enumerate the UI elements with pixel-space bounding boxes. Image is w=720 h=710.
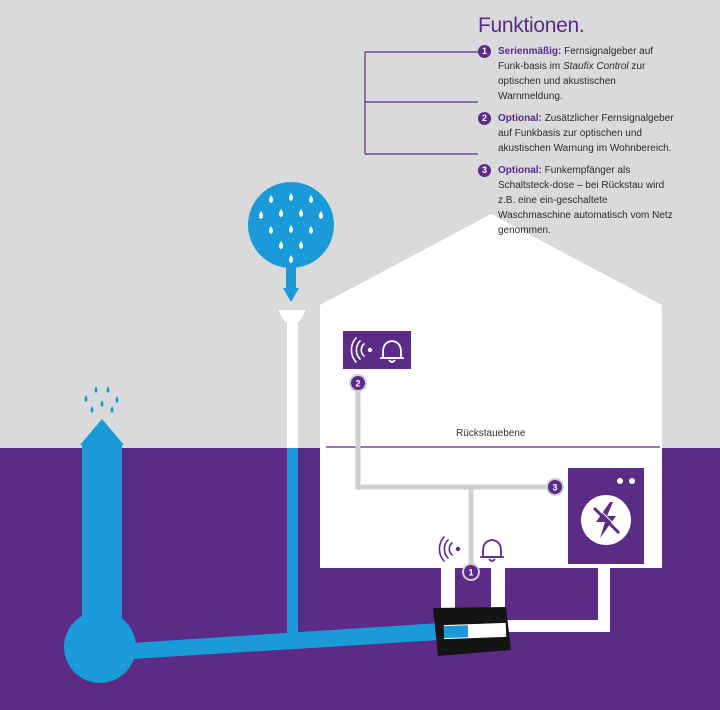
bell-icon	[380, 340, 404, 363]
function-item-2: 2 Optional: Zusätzlicher Fernsignalgeber…	[478, 111, 678, 156]
house-pipes	[441, 566, 610, 632]
washing-machine-indicator	[617, 478, 623, 484]
legend-bracket	[364, 51, 478, 155]
shower-neck	[286, 262, 296, 292]
function-emphasis: Staufix Control	[563, 61, 629, 72]
function-key: Optional:	[498, 165, 542, 176]
sewer-shaft-top	[80, 419, 124, 445]
shower-pipe-lower	[287, 448, 298, 644]
function-text: Zusätzlicher Fernsignalgeber auf Funkbas…	[498, 113, 674, 154]
marker-1-label: 1	[468, 568, 473, 578]
signal-icon	[350, 337, 373, 363]
sewer-pipe	[100, 623, 440, 661]
marker-3-label: 3	[552, 483, 557, 493]
remote-signal-box	[343, 331, 411, 369]
sewer-basin	[64, 611, 136, 683]
shower-neck-tip	[283, 288, 299, 302]
overflow-spray-icon	[84, 386, 119, 413]
function-item-3: 3 Optional: Funkempfänger als Schaltstec…	[478, 163, 678, 238]
bell-icon	[480, 539, 504, 562]
sewer-shaft	[82, 442, 122, 642]
signal-lines	[355, 390, 554, 566]
marker-1: 1	[462, 563, 480, 581]
water-drop-icon	[259, 193, 323, 263]
function-number: 2	[478, 112, 491, 125]
function-key: Serienmäßig:	[498, 46, 562, 57]
washing-machine-indicator	[629, 478, 635, 484]
page-title: Funktionen.	[478, 14, 585, 37]
shower-pipe-funnel	[278, 310, 306, 322]
backflow-valve	[433, 607, 511, 656]
marker-2: 2	[349, 374, 367, 392]
function-key: Optional:	[498, 113, 542, 124]
backflow-level-label: Rückstauebene	[456, 428, 526, 439]
no-power-icon	[592, 502, 622, 538]
function-number: 3	[478, 164, 491, 177]
signal-icon	[438, 536, 461, 562]
function-list: 1 Serienmäßig: Fernsignalgeber auf Funk-…	[478, 44, 678, 238]
function-number: 1	[478, 45, 491, 58]
marker-3: 3	[546, 478, 564, 496]
shower-pipe-upper	[287, 316, 298, 448]
function-item-1: 1 Serienmäßig: Fernsignalgeber auf Funk-…	[478, 44, 678, 104]
function-text: Funkempfänger als Schaltsteck-dose – bei…	[498, 165, 673, 236]
function-text: Fernsignalgeber auf Funk-basis im	[498, 46, 654, 72]
function-text: zur optischen und akustischen Warnmeldun…	[498, 61, 646, 102]
marker-2-label: 2	[355, 379, 360, 389]
